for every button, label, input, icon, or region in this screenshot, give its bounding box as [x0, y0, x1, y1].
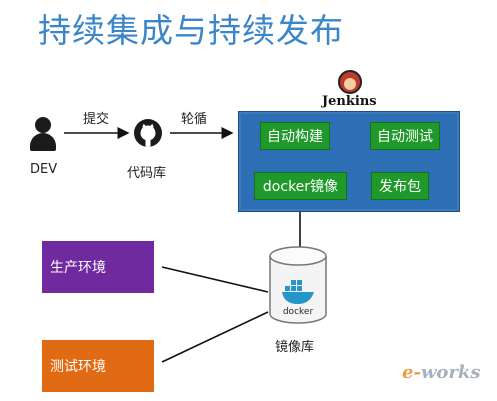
- eworks-watermark: e-works: [402, 362, 481, 383]
- docker-whale-icon: [282, 280, 314, 304]
- step-auto-build: 自动构建: [260, 122, 330, 150]
- step-docker-image: docker镜像: [254, 172, 347, 200]
- production-environment: 生产环境: [42, 241, 154, 293]
- commit-label: 提交: [83, 112, 110, 127]
- registry-to-test-line: [161, 311, 269, 363]
- repo-label: 代码库: [127, 166, 167, 181]
- dev-label: DEV: [30, 162, 58, 177]
- step-auto-test: 自动测试: [370, 122, 440, 150]
- docker-logo-text: docker: [283, 307, 314, 317]
- production-label: 生产环境: [50, 260, 106, 276]
- step-release-package: 发布包: [371, 172, 429, 200]
- image-registry-cylinder: docker: [268, 246, 328, 326]
- page-title: 持续集成与持续发布: [38, 11, 344, 50]
- user-icon: [30, 117, 56, 151]
- watermark-suffix: works: [420, 362, 481, 383]
- test-env-label: 测试环境: [50, 359, 106, 375]
- jenkins-logo-icon: [338, 70, 362, 94]
- poll-label: 轮循: [181, 112, 208, 127]
- registry-to-production-line: [161, 266, 269, 293]
- jenkins-name: Jenkins: [322, 94, 377, 109]
- watermark-prefix: e: [402, 362, 414, 383]
- test-environment: 测试环境: [42, 340, 154, 392]
- github-icon: [134, 119, 162, 147]
- registry-label: 镜像库: [275, 340, 315, 355]
